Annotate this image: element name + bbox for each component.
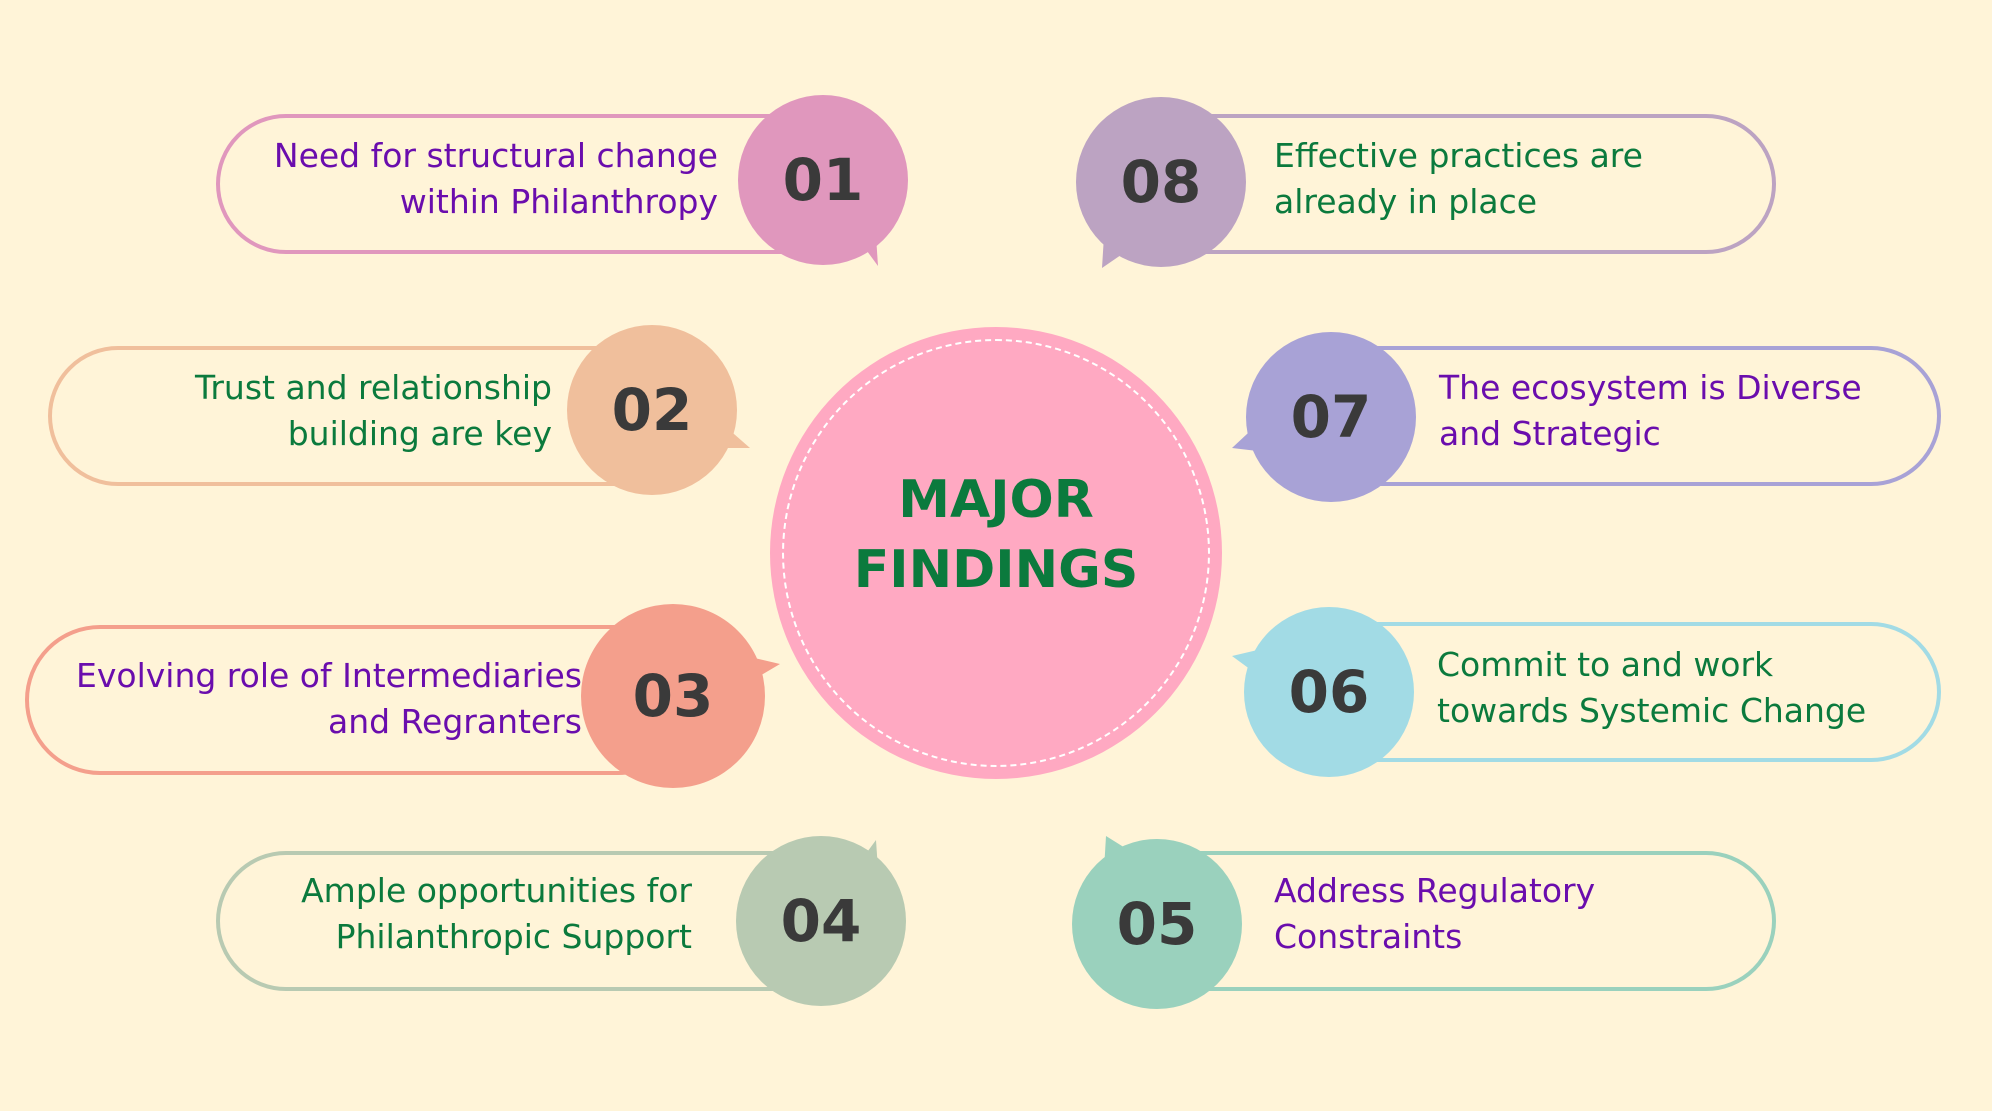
page-title: MAJOR FINDINGS [770, 465, 1222, 605]
finding-number-badge: 07 [1246, 332, 1416, 502]
finding-number-badge: 03 [581, 604, 765, 788]
finding-number-badge: 01 [738, 95, 908, 265]
center-circle: MAJOR FINDINGS [770, 327, 1222, 779]
finding-number-badge: 04 [736, 836, 906, 1006]
finding-number-badge: 05 [1072, 839, 1242, 1009]
title-line-1: MAJOR [898, 470, 1094, 530]
title-line-2: FINDINGS [853, 540, 1139, 600]
finding-number-badge: 08 [1076, 97, 1246, 267]
finding-number-badge: 06 [1244, 607, 1414, 777]
finding-number-badge: 02 [567, 325, 737, 495]
dashed-ring [782, 339, 1210, 767]
